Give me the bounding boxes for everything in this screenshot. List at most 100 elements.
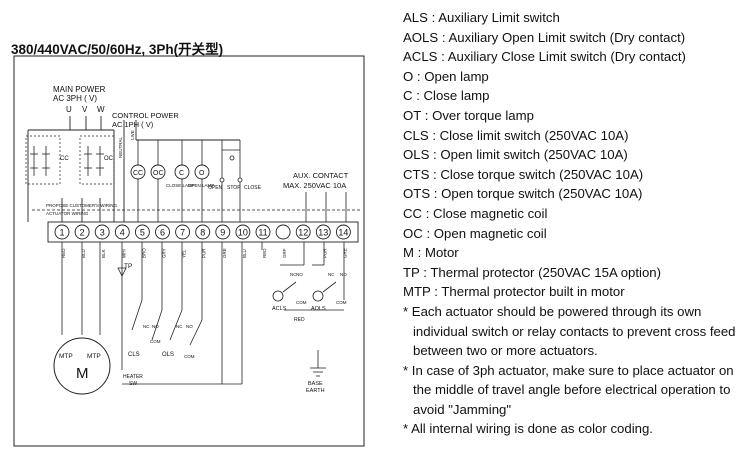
pushbuttons [219,155,243,183]
customer-wiring-label: PROPOSE CUSTOMER'S WIRING [46,203,118,208]
terminal-number: 11 [258,228,267,238]
control-power-label: CONTROL POWER [112,111,179,120]
wire-color-label: GRE [222,248,227,258]
legend-item: OT : Over torque lamp [403,107,534,123]
terminal-number: 10 [238,228,248,238]
close-lamp-label: CLOSE LAMP [166,183,195,188]
main-power-label: MAIN POWER [53,85,106,94]
wire-color-label: RED [61,248,66,258]
live-label: LIVE [130,130,135,140]
legend-item: CC : Close magnetic coil [403,205,548,221]
acls-label: ACLS [272,306,287,312]
oc-contactor-label: OC [104,156,114,162]
stop-switch-label: STOP [227,185,241,191]
wire-color-label: BLU [242,249,247,258]
close-switch-label: CLOSE [244,185,262,191]
terminal-number: 14 [338,228,348,238]
open-lamp-label: OPEN LAMP [188,183,214,188]
legend-item: ACLS : Auxiliary Close Limit switch (Dry… [403,49,686,65]
coil-oc: OC [150,164,166,180]
wire-color-label: GRE [342,248,347,258]
aux-wires [305,192,347,222]
note-item: * All internal wiring is done as color c… [403,421,653,437]
mtp-left-label: MTP [59,353,73,360]
earth-label: EARTH [306,388,325,394]
aols-label: AOLS [311,306,326,312]
cls-no-label: NO [152,324,159,329]
terminal-number: 6 [160,228,165,238]
actuator-wiring-label: ACTUATOR WIRING [46,211,89,216]
phase-v: V [82,105,88,114]
legend-item: O : Open lamp [403,68,489,84]
aols-no-label: NO [340,272,347,277]
lamp-close: C [174,164,190,180]
acls-nc-label: NC [290,272,297,277]
legend-item: AOLS : Auxiliary Open Limit switch (Dry … [403,29,686,45]
wire-color-label: BRO [141,248,146,258]
terminal: 12 [295,224,311,240]
svg-text:C: C [179,170,184,177]
svg-text:M: M [76,365,89,382]
legend-item: ALS : Auxiliary Limit switch [403,10,560,25]
terminal-number: 13 [318,228,328,238]
lamp-open: O [194,164,210,180]
heater-sw-label: SW [129,381,137,387]
ols-com-label: COM [184,354,195,359]
mtp-right-label: MTP [87,353,101,360]
ols-nc-label: NC [176,324,183,329]
legend-item: M : Motor [403,245,459,261]
wire-color-label: PUR [322,248,327,258]
ols-no-label: NO [186,324,193,329]
legend-item: CLS : Close limit switch (250VAC 10A) [403,127,629,143]
aols-com-label: COM [336,300,347,305]
wire-color-label: GRF [282,248,287,258]
terminal-number: 2 [80,228,85,238]
wire-color-label: GRY [162,248,167,258]
terminal-number: 9 [220,228,225,238]
wire-color-label: RED [262,248,267,258]
terminal-number: 8 [200,228,205,238]
wire-color-label: WHI [121,249,126,258]
legend-item: CTS : Close torque switch (250VAC 10A) [403,166,644,182]
ols-label: OLS [162,352,174,358]
cls-nc-label: NC [143,324,150,329]
terminal-number: 7 [180,228,185,238]
heater-label: HEATER [123,374,143,380]
svg-text:CC: CC [133,170,143,177]
tp-label: TP [124,263,132,270]
svg-text:O: O [199,170,205,177]
terminal-block: 1RED2BLU3BLK4WHI5BRO6GRY7YEL8PUR9GRE10BL… [54,224,351,258]
actuator-internal-wiring [61,242,345,385]
phase-u: U [66,105,72,114]
aux-contact-spec: MAX. 250VAC 10A [283,181,346,190]
red-wire-label: RED [294,317,305,323]
diagram-title: 380/440VAC/50/60Hz, 3Ph(开关型) [11,42,224,57]
cc-contactor-label: CC [60,156,69,162]
acls-no-label: NO [296,272,303,277]
contactor-boxes [25,135,115,185]
base-label: BASE [308,381,323,387]
cls-label: CLS [128,352,140,358]
main-power-spec: AC 3PH ( V) [53,94,97,103]
cls-com-label: COM [150,339,161,344]
aux-contact-label: AUX. CONTACT [293,171,349,180]
contactor-contacts [30,146,104,176]
legend-item: OC : Open magnetic coil [403,225,547,241]
terminal-number: 12 [298,228,308,238]
wiring-diagram: MAIN POWER AC 3PH ( V) U V W CONTROL POW… [13,55,365,447]
wire-color-label: PUR [202,248,207,258]
acls-com-label: COM [296,300,307,305]
terminal-number: 5 [140,228,145,238]
terminal: GRF [275,224,291,258]
